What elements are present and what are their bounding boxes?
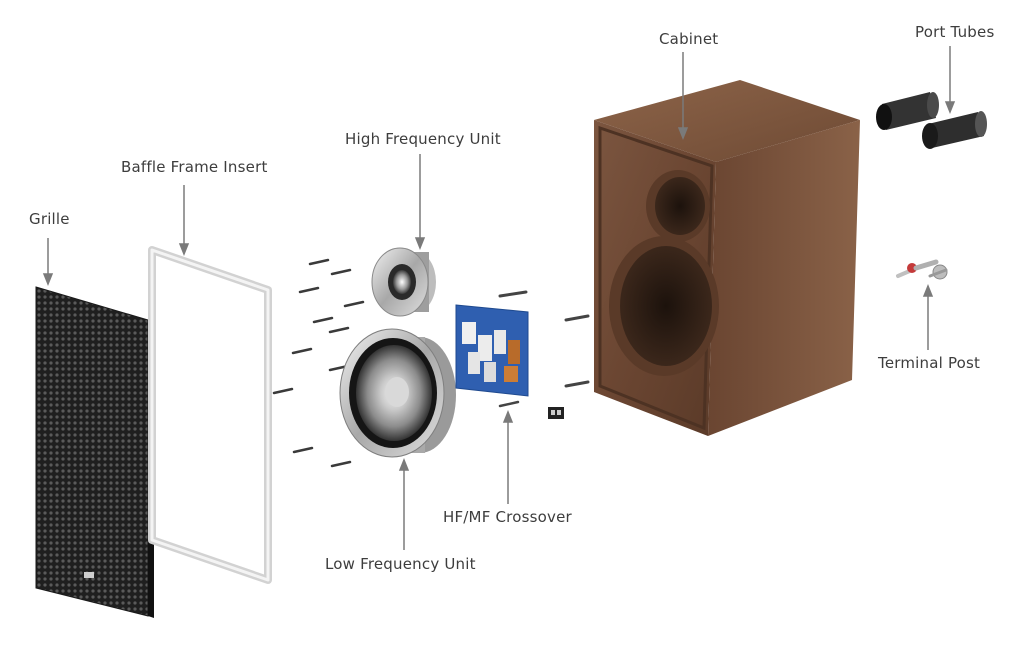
label-high-frequency-unit: High Frequency Unit xyxy=(345,130,501,148)
label-hf-mf-crossover: HF/MF Crossover xyxy=(443,508,572,526)
grille-illustration xyxy=(35,286,154,618)
cabinet-illustration xyxy=(594,80,860,436)
high-frequency-unit-illustration xyxy=(371,247,436,317)
label-cabinet: Cabinet xyxy=(659,30,719,48)
label-grille: Grille xyxy=(29,210,70,228)
low-frequency-unit-illustration xyxy=(339,328,456,458)
label-port-tubes: Port Tubes xyxy=(915,23,995,41)
terminal-post-illustration xyxy=(896,259,948,280)
port-tubes-illustration xyxy=(876,92,987,149)
label-low-frequency-unit: Low Frequency Unit xyxy=(325,555,476,573)
baffle-frame-illustration xyxy=(148,246,272,584)
crossover-illustration xyxy=(455,290,590,419)
label-terminal-post: Terminal Post xyxy=(878,354,981,372)
label-baffle-frame-insert: Baffle Frame Insert xyxy=(121,158,268,176)
leader-lines xyxy=(42,46,956,550)
